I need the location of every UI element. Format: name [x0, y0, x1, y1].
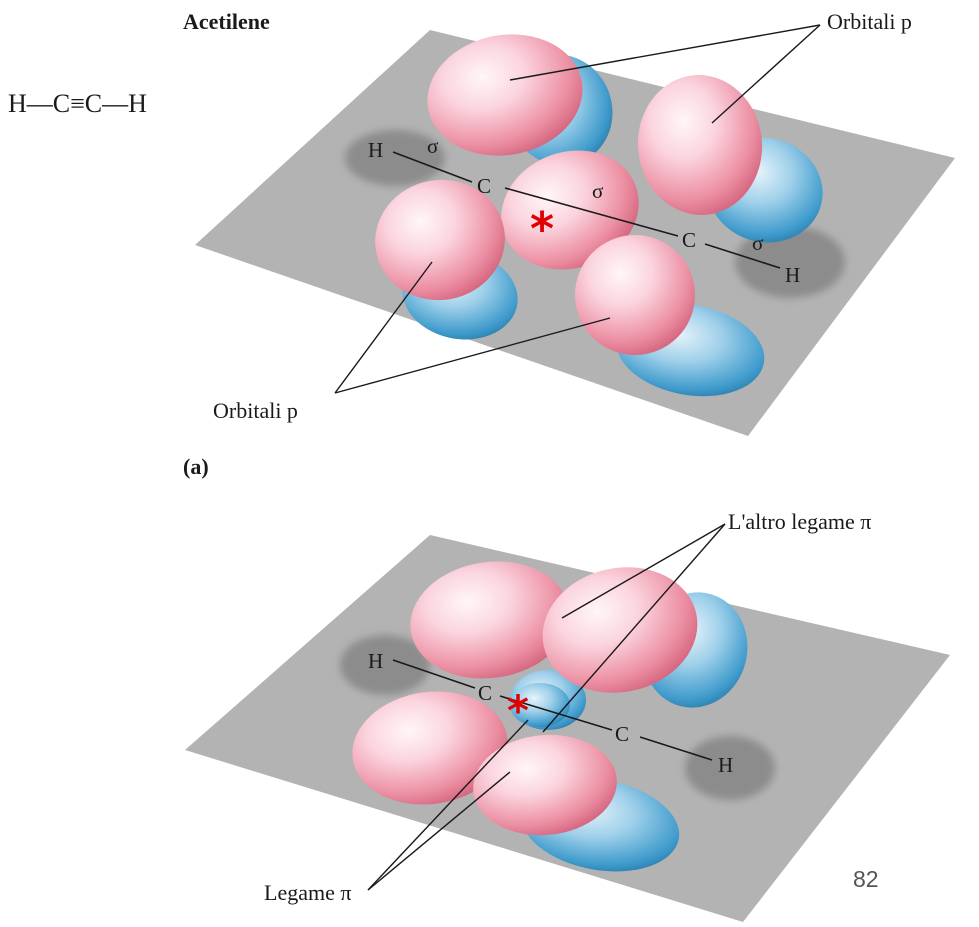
panel-b: H C C H * L'altro legame π Legame π: [185, 509, 950, 922]
sigma-c-c: σ: [592, 179, 603, 203]
red-asterisk-marker-a: *: [530, 202, 554, 256]
red-asterisk-marker-b: *: [507, 686, 529, 735]
page-number: 82: [853, 866, 879, 892]
panel-a: Acetilene H—C≡C—H H C C: [8, 9, 955, 479]
atom-h-left-a: H: [368, 138, 383, 162]
atom-c-right-b: C: [615, 722, 629, 746]
atom-c-right-a: C: [682, 228, 696, 252]
panel-a-title: Acetilene: [183, 9, 270, 34]
sigma-c-h-right: σ: [752, 231, 763, 255]
atom-c-left-b: C: [478, 681, 492, 705]
atom-h-right-b: H: [718, 753, 733, 777]
orbitali-p-label-top: Orbitali p: [827, 9, 912, 34]
atom-c-left-a: C: [477, 174, 491, 198]
acetylene-formula: H—C≡C—H: [8, 89, 147, 118]
atom-h-right-a: H: [785, 263, 800, 287]
panel-a-letter: (a): [183, 454, 209, 479]
altro-legame-pi-label: L'altro legame π: [728, 509, 871, 534]
atom-h-left-b: H: [368, 649, 383, 673]
legame-pi-label: Legame π: [264, 880, 351, 905]
orbitali-p-label-bottom: Orbitali p: [213, 398, 298, 423]
sigma-h-c-left: σ: [427, 134, 438, 158]
